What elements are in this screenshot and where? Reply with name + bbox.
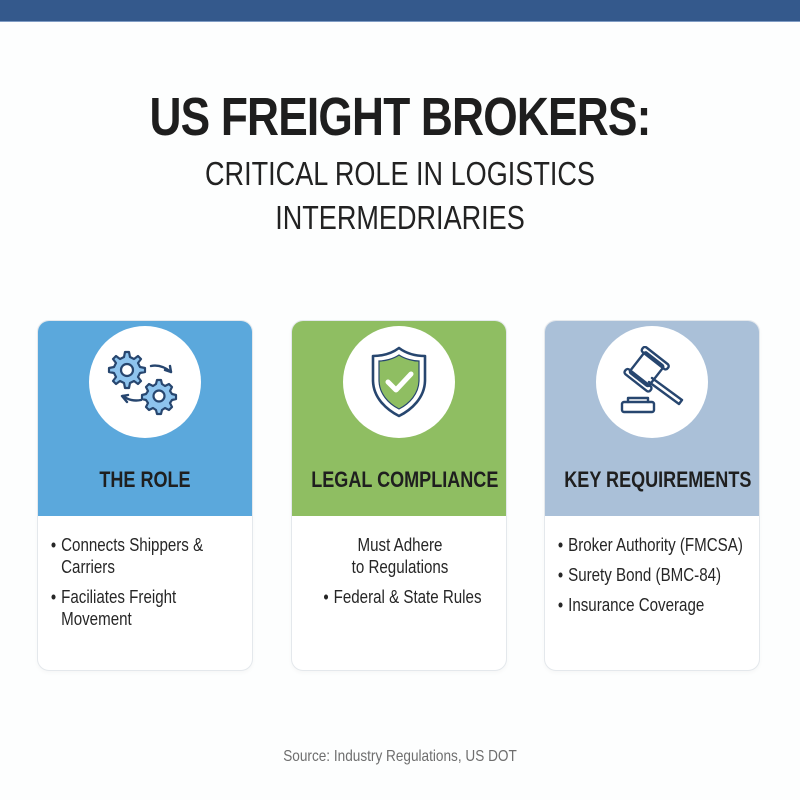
icon-circle xyxy=(89,326,201,438)
gears-exchange-icon xyxy=(107,350,178,416)
card-body: • Connects Shippers & Carriers • Facilia… xyxy=(38,516,252,638)
card-title: LEGAL COMPLIANCE xyxy=(311,467,499,492)
info-cards: THE ROLE • Connects Shippers & Carriers … xyxy=(0,320,800,672)
icon-circle xyxy=(596,326,708,438)
card-title: THE ROLE xyxy=(99,467,191,492)
card-title: KEY REQUIREMENTS xyxy=(564,467,752,492)
top-banner-bar xyxy=(0,0,800,22)
bullet-icon: • xyxy=(557,535,564,555)
page-subtitle-line-2: INTERMEDRIARIES xyxy=(275,199,525,236)
list-item: Must Adhere to Regulations xyxy=(351,535,449,577)
card-legal-compliance: LEGAL COMPLIANCE Must Adhere to Regulati… xyxy=(291,320,507,671)
page-subtitle-line-1: CRITICAL ROLE IN LOGISTICS xyxy=(205,155,595,192)
bullet-icon: • xyxy=(557,565,564,585)
bullet-icon: • xyxy=(50,535,57,555)
card-header: LEGAL COMPLIANCE xyxy=(292,321,506,516)
card-the-role: THE ROLE • Connects Shippers & Carriers … xyxy=(37,320,253,671)
list-item: • Federal & State Rules xyxy=(316,586,484,608)
page-title: US FREIGHT BROKERS: xyxy=(149,87,651,147)
gavel-icon xyxy=(620,346,684,414)
icon-circle xyxy=(343,326,455,438)
bullet-icon: • xyxy=(323,587,329,607)
card-body: • Broker Authority (FMCSA) • Surety Bond… xyxy=(545,516,759,624)
list-item: • Broker Authority (FMCSA) xyxy=(553,534,753,556)
bullet-icon: • xyxy=(50,587,57,607)
shield-check-icon xyxy=(371,346,427,418)
card-header: KEY REQUIREMENTS xyxy=(545,321,759,516)
header: US FREIGHT BROKERS: CRITICAL ROLE IN LOG… xyxy=(0,88,800,238)
bullet-icon: • xyxy=(557,595,564,615)
card-key-requirements: KEY REQUIREMENTS • Broker Authority (FMC… xyxy=(544,320,760,671)
list-item: • Connects Shippers & Carriers xyxy=(46,534,246,578)
card-body: Must Adhere to Regulations • Federal & S… xyxy=(292,516,506,608)
list-item: • Faciliates Freight Movement xyxy=(46,586,246,630)
list-item: • Surety Bond (BMC-84) xyxy=(553,564,753,586)
card-header: THE ROLE xyxy=(38,321,252,516)
source-footnote: Source: Industry Regulations, US DOT xyxy=(283,748,517,765)
list-item: • Insurance Coverage xyxy=(553,594,753,616)
